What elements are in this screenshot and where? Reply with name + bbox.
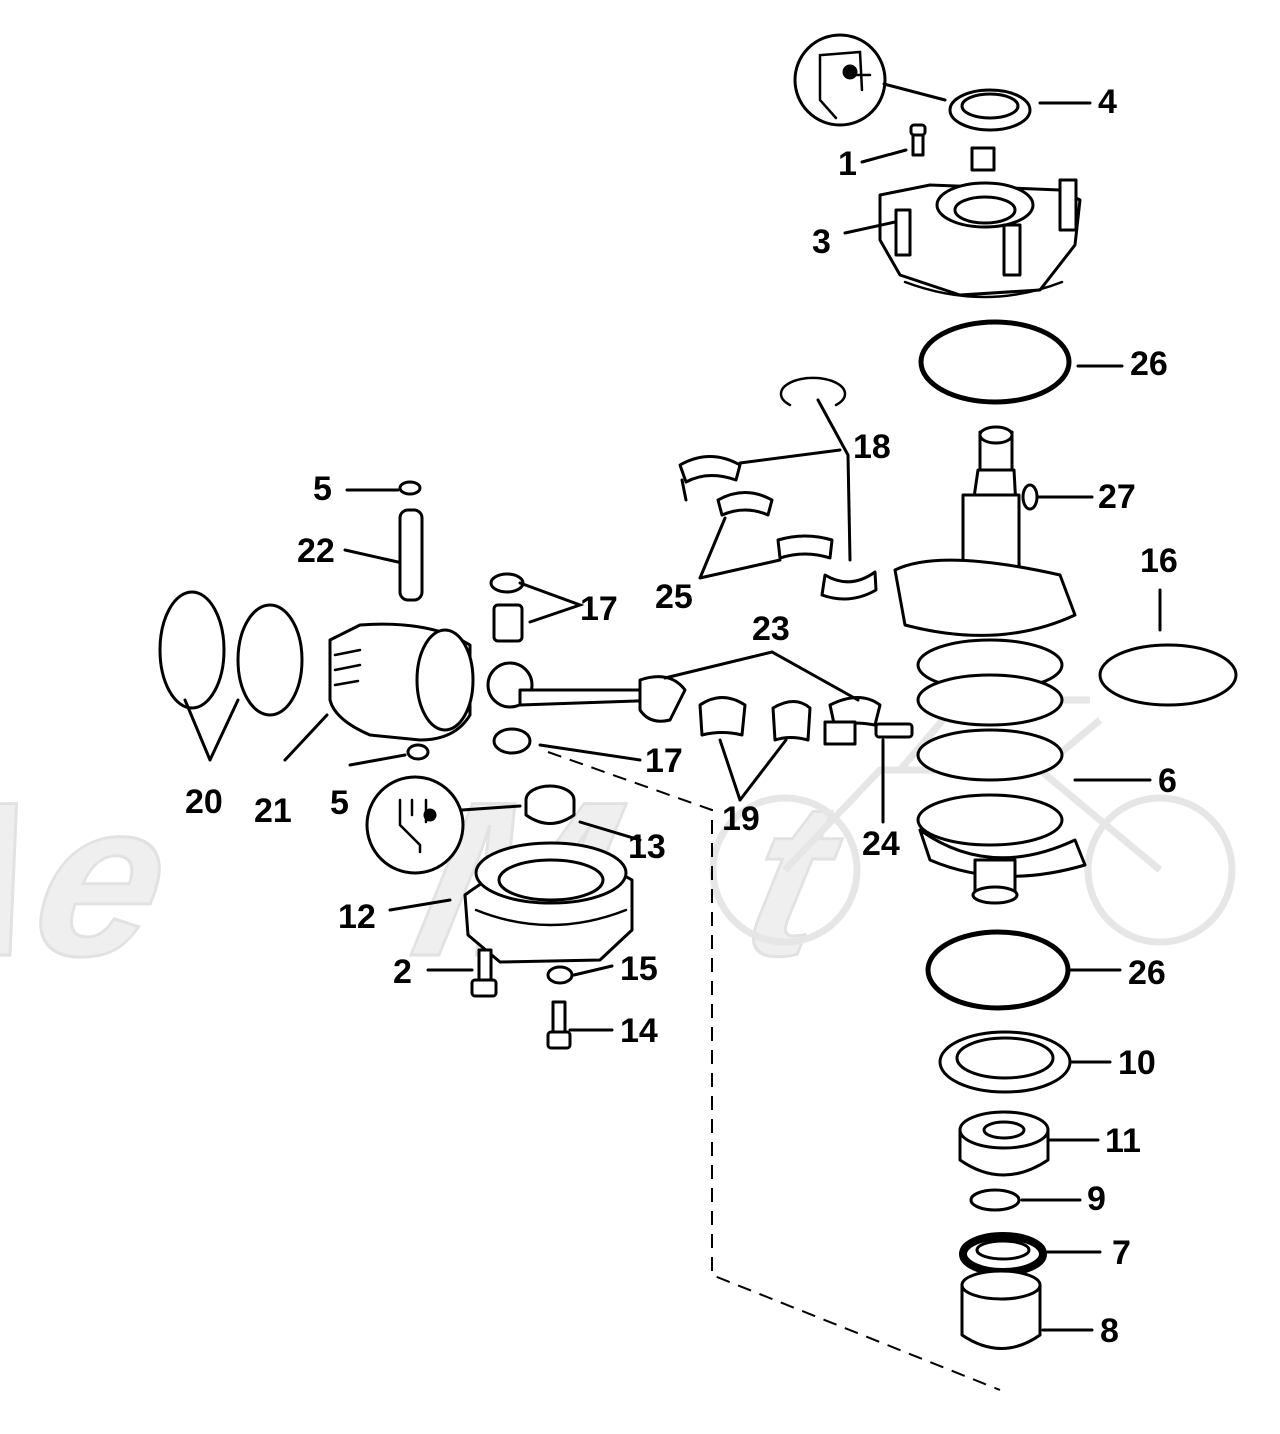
leader-detail-lower — [460, 804, 522, 812]
part-9-retaining-ring — [969, 1188, 1021, 1212]
callout-23: 23 — [752, 610, 790, 648]
assembly-centerline — [547, 751, 1001, 1391]
callout-25: 25 — [655, 578, 693, 616]
callout-15: 15 — [620, 950, 658, 988]
callout-26a: 26 — [1130, 345, 1168, 383]
callout-24: 24 — [862, 825, 900, 863]
callout-16: 16 — [1140, 542, 1178, 580]
callout-7: 7 — [1112, 1234, 1131, 1272]
part-17-bearing-upper — [489, 572, 525, 643]
part-5-retainer-top — [398, 480, 422, 496]
part-25-needle-bearings — [716, 491, 834, 560]
part-19-rod-bearings — [698, 696, 812, 742]
part-8-sleeve — [960, 1269, 1042, 1350]
part-20-piston-ring-b — [236, 603, 304, 717]
part-11-ball-bearing — [958, 1110, 1050, 1177]
part-18-bearing-set — [678, 376, 878, 601]
callout-26b: 26 — [1128, 954, 1166, 992]
callout-9: 9 — [1087, 1180, 1106, 1218]
watermark-text-ae: Ae — [0, 757, 190, 1002]
part-1-screw — [909, 123, 927, 157]
part-6-crankshaft — [893, 425, 1087, 905]
callout-21: 21 — [254, 792, 292, 830]
callout-4b: 4 — [1098, 83, 1117, 121]
callout-5b: 5 — [330, 784, 349, 822]
callout-20: 20 — [185, 783, 223, 821]
callout-17a: 17 — [580, 590, 618, 628]
callout-10: 10 — [1118, 1044, 1156, 1082]
part-13-seal — [524, 784, 576, 825]
leader-lines — [183, 101, 1162, 1332]
watermark-text-t: t — [727, 757, 860, 1002]
part-26-o-ring-upper — [918, 319, 1072, 405]
callout-12: 12 — [338, 898, 376, 936]
part-27-key — [1021, 483, 1039, 511]
part-12-lower-bearing-housing — [463, 841, 634, 964]
callout-6: 6 — [1158, 762, 1177, 800]
part-21-piston — [328, 622, 475, 742]
callout-labels: 1 1 2 3 4 5 5 6 7 8 9 10 11 12 13 14 15 … — [185, 83, 1178, 1350]
part-24-rod-bolt — [874, 722, 914, 739]
callout-1: 1 — [838, 145, 857, 183]
callout-13: 13 — [628, 828, 666, 866]
callout-18: 18 — [853, 428, 891, 466]
leader-detail-upper — [882, 82, 947, 102]
callout-2: 2 — [393, 953, 412, 991]
part-23-connecting-rod — [486, 661, 882, 746]
part-3-upper-bearing-housing — [878, 146, 1082, 299]
callout-3: 3 — [812, 223, 831, 261]
part-10-retainer-plate — [938, 1030, 1072, 1094]
callout-27: 27 — [1098, 478, 1136, 516]
part-20-piston-ring-a — [158, 590, 226, 710]
callout-8: 8 — [1100, 1312, 1119, 1350]
part-16-retaining-ring — [1098, 643, 1238, 707]
detail-circle-upper — [793, 33, 887, 127]
part-17-washer-lower — [492, 727, 532, 755]
part-5-retainer-bottom — [406, 743, 430, 761]
callout-11: 11 — [1105, 1122, 1141, 1160]
callout-17b: 17 — [645, 742, 683, 780]
part-7-seal — [959, 1232, 1047, 1276]
part-14-screw — [546, 1000, 572, 1050]
part-4-seal — [948, 88, 1032, 132]
part-2-screw — [470, 948, 498, 998]
callout-14: 14 — [620, 1012, 658, 1050]
callout-5a: 5 — [313, 470, 332, 508]
detail-circle-lower — [365, 775, 465, 875]
part-26-o-ring-lower — [925, 929, 1071, 1011]
part-15-washer — [546, 965, 574, 985]
callout-22: 22 — [297, 532, 335, 570]
part-22-wrist-pin — [398, 508, 424, 602]
callout-19: 19 — [722, 800, 760, 838]
